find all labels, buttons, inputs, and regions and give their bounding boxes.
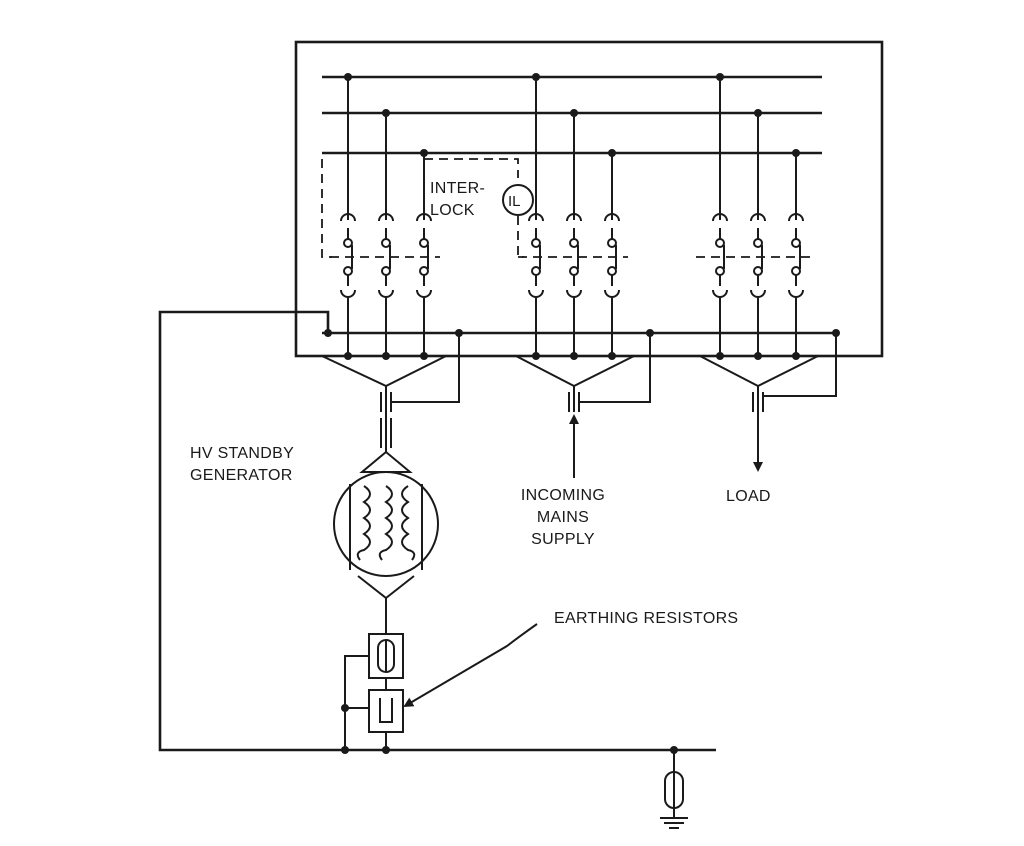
generator-circuit-breaker bbox=[330, 213, 440, 298]
cable-trifurcations bbox=[321, 333, 837, 412]
earth-electrode-symbol bbox=[660, 750, 688, 829]
switchboard-enclosure bbox=[294, 40, 884, 358]
generator-symbol bbox=[333, 412, 439, 634]
earth-conductor bbox=[158, 310, 716, 754]
load-label: LOAD bbox=[726, 488, 771, 505]
incoming-circuit-breaker bbox=[518, 213, 628, 298]
earthing-resistors-symbol bbox=[341, 633, 404, 750]
earthing-resistors-label: EARTHING RESISTORS bbox=[554, 610, 739, 627]
load-circuit-breaker bbox=[696, 213, 812, 298]
interlock-symbol-text: IL bbox=[508, 193, 521, 210]
interlock-symbol bbox=[502, 184, 534, 216]
interlock-label: INTER-LOCK bbox=[430, 180, 486, 219]
junction-dots bbox=[324, 73, 840, 360]
earthing-resistors-leader bbox=[403, 623, 538, 708]
interlock-link bbox=[321, 158, 524, 258]
phase-conductors bbox=[347, 77, 797, 356]
